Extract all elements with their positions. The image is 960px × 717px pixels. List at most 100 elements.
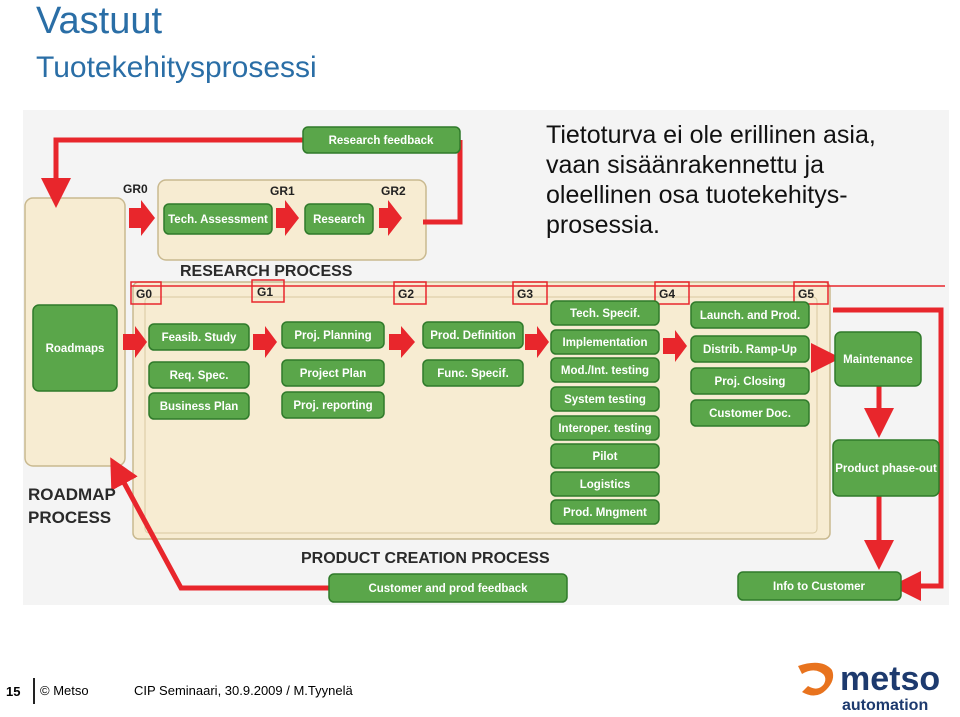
chevron-arrow <box>379 200 402 236</box>
mod-int-testing-box <box>550 357 660 383</box>
tech-assessment-box <box>163 203 273 235</box>
tech-specif-box <box>550 300 660 326</box>
note-line: Tietoturva ei ole erillinen asia, <box>546 121 876 149</box>
distrib-rampup-box <box>690 335 810 363</box>
customer-feedback-arrow <box>110 457 329 591</box>
page-number: 15 <box>6 684 21 699</box>
mod-int-testing-label: Mod./Int. testing <box>561 365 649 377</box>
maintenance-box <box>834 331 922 387</box>
launch-prod-box <box>690 301 810 329</box>
roadmaps-box <box>32 304 118 392</box>
proj-planning-label: Proj. Planning <box>294 330 371 342</box>
chevron-arrow <box>129 200 155 236</box>
func-specif-box <box>422 359 524 387</box>
tech-assessment-label: Tech. Assessment <box>168 214 268 226</box>
implementation-box <box>550 329 660 355</box>
copyright-text: © Metso <box>40 683 89 698</box>
feasib-study-box <box>148 323 250 351</box>
logistics-label: Logistics <box>580 479 630 491</box>
customer-doc-label: Customer Doc. <box>709 408 791 420</box>
chevron-arrow <box>525 326 549 358</box>
phase-out-box <box>832 439 940 497</box>
pilot-box <box>550 443 660 469</box>
proj-reporting-label: Proj. reporting <box>293 400 372 412</box>
process-diagram: .bx{fill:#5aa64a;stroke:#2f7a2a;stroke-w… <box>23 110 949 605</box>
research-process-label: RESEARCH PROCESS <box>180 263 353 280</box>
gate-gr0: GR0 <box>123 182 148 196</box>
note-line: prosessia. <box>546 211 660 239</box>
gate-gr2: GR2 <box>381 184 406 198</box>
gate-g2: G2 <box>398 287 414 301</box>
interoper-testing-label: Interoper. testing <box>558 423 651 435</box>
gate-g3: G3 <box>517 287 533 301</box>
func-specif-label: Func. Specif. <box>437 368 509 380</box>
info-customer-label: Info to Customer <box>773 581 866 593</box>
customer-doc-box <box>690 399 810 427</box>
gate-g0: G0 <box>136 287 152 301</box>
gate-g4: G4 <box>659 287 675 301</box>
slide-footer: 15 © Metso CIP Seminaari, 30.9.2009 / M.… <box>0 668 960 717</box>
chevron-arrow <box>276 200 299 236</box>
proj-closing-label: Proj. Closing <box>715 376 786 388</box>
proj-reporting-box <box>281 391 385 419</box>
security-note: Tietoturva ei ole erillinen asia, vaan s… <box>546 120 936 240</box>
system-testing-label: System testing <box>564 394 646 406</box>
logo-sub: automation <box>842 697 928 714</box>
research-feedback-return <box>423 140 463 225</box>
maintenance-label: Maintenance <box>843 354 913 366</box>
info-customer-box <box>737 571 902 601</box>
gate-g3-box <box>512 281 548 305</box>
tech-specif-label: Tech. Specif. <box>570 308 640 320</box>
customer-feedback-box <box>328 573 568 603</box>
prod-definition-label: Prod. Definition <box>430 330 516 342</box>
note-line: vaan sisäänrakennettu ja <box>546 151 824 179</box>
info-customer-arrow <box>833 307 944 601</box>
note-line: oleellinen osa tuotekehitys- <box>546 181 848 209</box>
implementation-label: Implementation <box>563 337 648 349</box>
gate-gr1: GR1 <box>270 184 295 198</box>
chevron-arrow <box>123 326 147 358</box>
seminar-text: CIP Seminaari, 30.9.2009 / M.Tyynelä <box>134 683 353 698</box>
page-subtitle: Tuotekehitysprosessi <box>36 51 317 84</box>
phase-out-label: Product phase-out <box>835 463 937 475</box>
research-feedback-label: Research feedback <box>329 135 434 147</box>
product-creation-label: PRODUCT CREATION PROCESS <box>301 550 550 567</box>
feasib-study-label: Feasib. Study <box>162 332 237 344</box>
product-inner-panel <box>144 296 818 534</box>
gate-g4-box <box>654 281 690 305</box>
req-spec-box <box>148 361 250 389</box>
project-plan-box <box>281 359 385 387</box>
footer-divider <box>33 678 35 704</box>
roadmap-label-line2: PROCESS <box>28 508 111 527</box>
customer-feedback-label: Customer and prod feedback <box>368 583 528 595</box>
project-plan-label: Project Plan <box>300 368 366 380</box>
pilot-label: Pilot <box>593 451 618 463</box>
distrib-rampup-label: Distrib. Ramp-Up <box>703 344 797 356</box>
logo-swoosh-icon <box>798 662 834 696</box>
prod-mngment-label: Prod. Mngment <box>563 507 647 519</box>
interoper-testing-box <box>550 415 660 441</box>
req-spec-label: Req. Spec. <box>170 370 229 382</box>
proj-closing-box <box>690 367 810 395</box>
research-label: Research <box>313 214 365 226</box>
research-box <box>304 203 374 235</box>
flow-chevrons <box>123 200 687 362</box>
proj-planning-box <box>281 321 385 349</box>
metso-logo: metso automation <box>798 660 940 714</box>
business-plan-box <box>148 392 250 420</box>
business-plan-label: Business Plan <box>160 401 239 413</box>
prod-mngment-box <box>550 499 660 525</box>
gate-g5-box <box>793 281 829 305</box>
launch-prod-label: Launch. and Prod. <box>700 310 800 322</box>
gate-g5: G5 <box>798 287 814 301</box>
logistics-box <box>550 471 660 497</box>
gate-g2-box <box>393 281 427 305</box>
chevron-arrow <box>389 326 415 358</box>
research-feedback-box <box>302 126 461 154</box>
gate-g1-box <box>251 279 285 303</box>
gate-g0-box <box>130 281 162 305</box>
chevron-arrow <box>663 330 687 362</box>
page-title: Vastuut <box>36 0 163 42</box>
roadmap-label-line1: ROADMAP <box>28 485 116 504</box>
prod-definition-box <box>422 321 524 349</box>
